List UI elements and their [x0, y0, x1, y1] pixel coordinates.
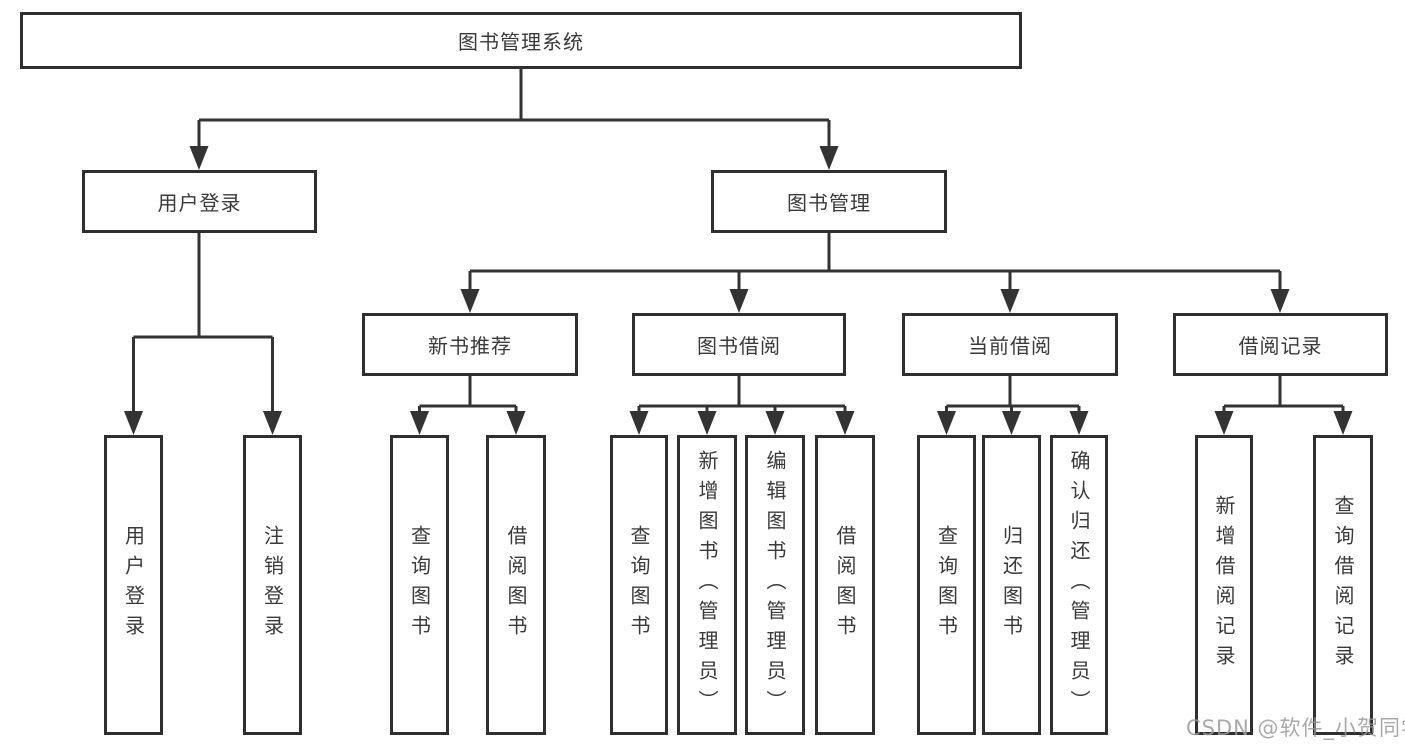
node-new-book-recommend: 新书推荐 — [362, 313, 578, 376]
node-leaf-add-book-admin: 新增图书（管理员） — [677, 435, 737, 735]
node-leaf-return-book: 归还图书 — [982, 435, 1041, 735]
connector-root-to-level2 — [197, 69, 831, 148]
node-leaf-query-borrow-record: 查询借阅记录 — [1313, 435, 1373, 735]
connector-book-borrow-leaves — [637, 376, 847, 413]
node-book-borrow: 图书借阅 — [632, 313, 846, 376]
node-leaf-borrow-book-1: 借阅图书 — [486, 435, 546, 735]
node-user-login: 用户登录 — [82, 170, 317, 233]
node-leaf-query-book-3: 查询图书 — [917, 435, 976, 735]
node-borrow-record: 借阅记录 — [1173, 313, 1388, 376]
connector-user-login-leaves — [132, 233, 274, 413]
node-root-system: 图书管理系统 — [20, 12, 1022, 69]
connector-new-book-leaves — [418, 376, 518, 413]
node-leaf-query-book-2: 查询图书 — [610, 435, 668, 735]
connector-book-management-level3 — [468, 233, 1282, 291]
node-leaf-confirm-return-admin: 确认归还（管理员） — [1050, 435, 1108, 735]
node-leaf-query-book-1: 查询图书 — [390, 435, 449, 735]
connector-current-borrow-leaves — [945, 376, 1081, 413]
node-leaf-user-login: 用户登录 — [104, 435, 163, 735]
node-book-management: 图书管理 — [711, 170, 947, 233]
node-leaf-edit-book-admin: 编辑图书（管理员） — [745, 435, 805, 735]
csdn-watermark: CSDN @软件_小贺同学 — [1186, 716, 1405, 740]
node-current-borrow: 当前借阅 — [902, 313, 1118, 376]
node-leaf-add-borrow-record: 新增借阅记录 — [1195, 435, 1253, 735]
node-leaf-borrow-book-2: 借阅图书 — [815, 435, 875, 735]
node-leaf-logout: 注销登录 — [243, 435, 302, 735]
connector-borrow-record-leaves — [1222, 376, 1345, 413]
